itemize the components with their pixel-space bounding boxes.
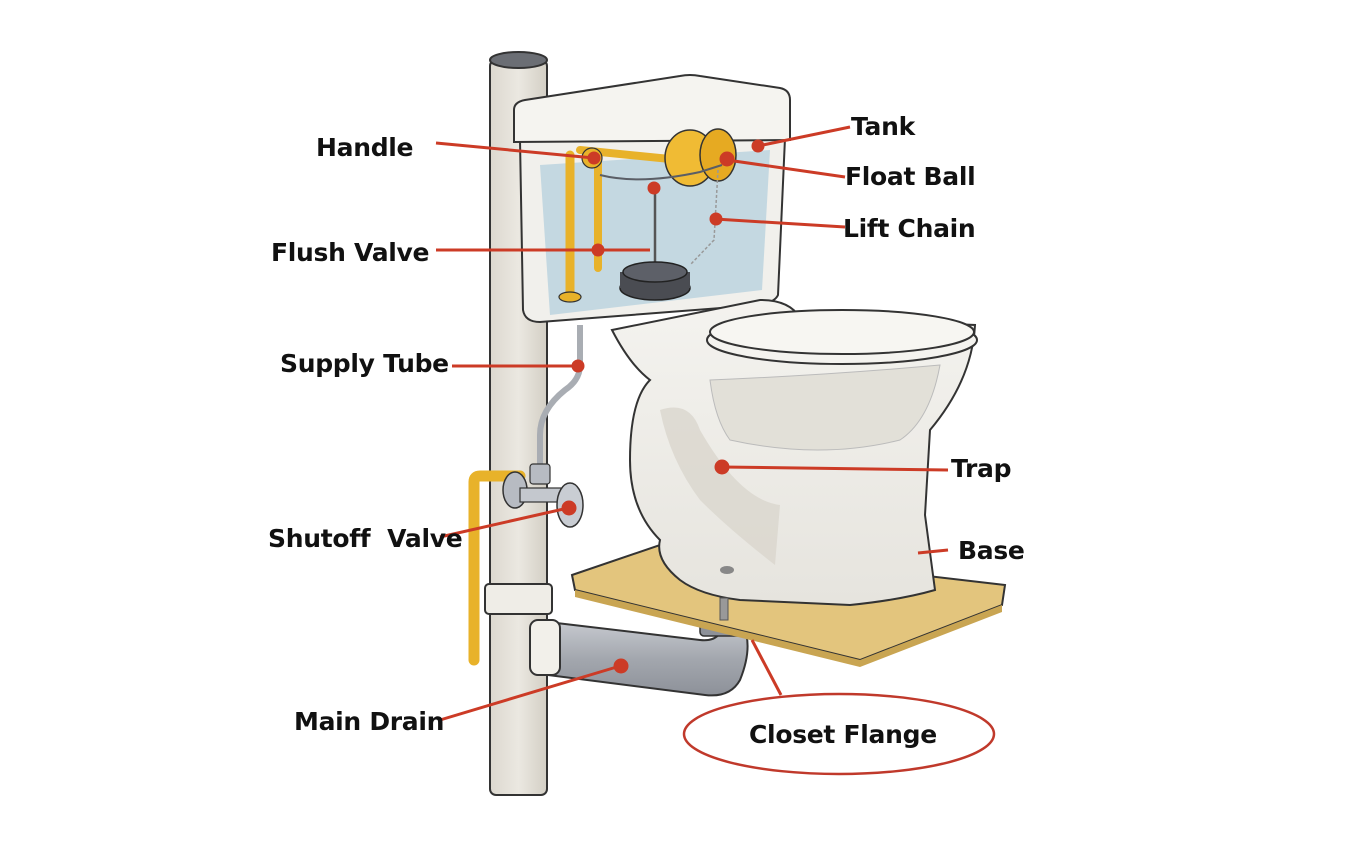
label-flush-valve: Flush Valve	[271, 238, 430, 267]
leader-lines	[435, 125, 949, 722]
label-closet-flange: Closet Flange	[749, 720, 937, 749]
label-base: Base	[958, 536, 1025, 565]
water-line-pipe	[468, 470, 526, 666]
label-shutoff-valve: Shutoff Valve	[268, 524, 463, 553]
label-handle: Handle	[316, 133, 414, 162]
label-float-ball: Float Ball	[845, 162, 976, 191]
label-trap: Trap	[951, 454, 1012, 483]
label-tank: Tank	[851, 112, 915, 141]
toilet-bowl	[610, 298, 978, 607]
label-supply-tube: Supply Tube	[280, 349, 449, 378]
toilet-tank	[513, 74, 791, 324]
label-lift-chain: Lift Chain	[843, 214, 976, 243]
closet-flange-callout-ellipse	[682, 692, 996, 776]
label-main-drain: Main Drain	[294, 707, 445, 736]
